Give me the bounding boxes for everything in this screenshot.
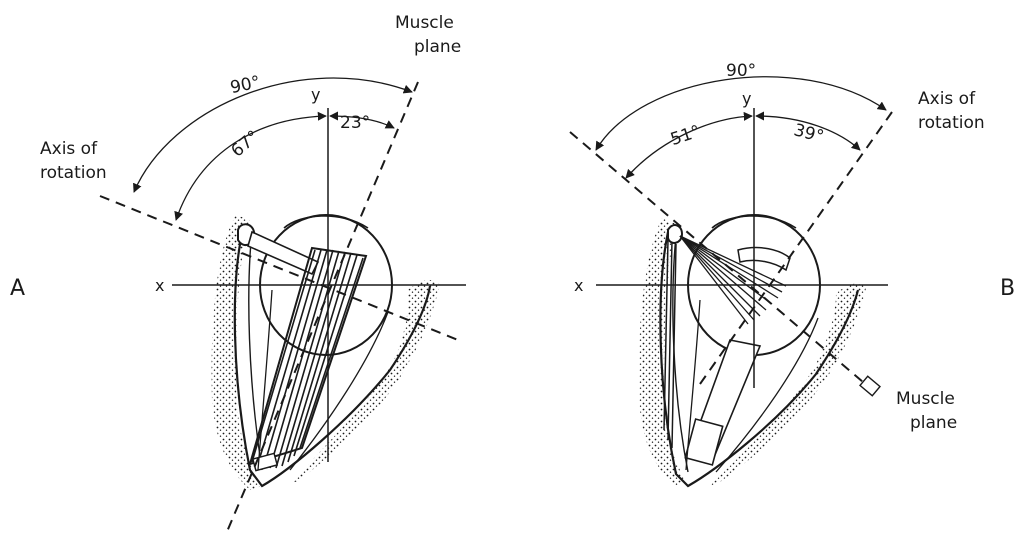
muscle-plane-label-line1: Muscle bbox=[395, 13, 454, 33]
angle-total-label-b: 90° bbox=[726, 61, 756, 81]
arc-90 bbox=[134, 78, 412, 192]
x-axis-label-b: x bbox=[574, 276, 583, 295]
panel-b: B bbox=[570, 61, 1015, 486]
arc-90-b bbox=[596, 77, 886, 150]
rotation-axis-label-b-line1: Axis of bbox=[918, 89, 976, 109]
panel-b-letter: B bbox=[1000, 276, 1015, 301]
muscle-plane-label-b-line2: plane bbox=[910, 413, 957, 433]
panel-a-letter: A bbox=[10, 276, 25, 301]
rotation-axis-label-b-line2: rotation bbox=[918, 113, 985, 133]
muscle-plane-label-line2: plane bbox=[414, 37, 461, 57]
muscle-plane-label-b-line1: Muscle bbox=[896, 389, 955, 409]
angle-right-label: 23° bbox=[340, 113, 370, 133]
angle-left-label: 67° bbox=[227, 127, 263, 162]
panel-a: A x bbox=[10, 13, 466, 534]
orbit-wall-left-b bbox=[639, 218, 686, 486]
angle-total-label: 90° bbox=[228, 72, 262, 98]
y-axis-label: y bbox=[311, 85, 320, 104]
y-axis-label-b: y bbox=[742, 89, 751, 108]
angle-left-label-b: 51° bbox=[668, 122, 703, 150]
rotation-axis-label-line1: Axis of bbox=[40, 139, 98, 159]
angle-right-label-b: 39° bbox=[792, 120, 826, 147]
rotation-axis-label-line2: rotation bbox=[40, 163, 107, 183]
x-axis-label: x bbox=[155, 276, 164, 295]
